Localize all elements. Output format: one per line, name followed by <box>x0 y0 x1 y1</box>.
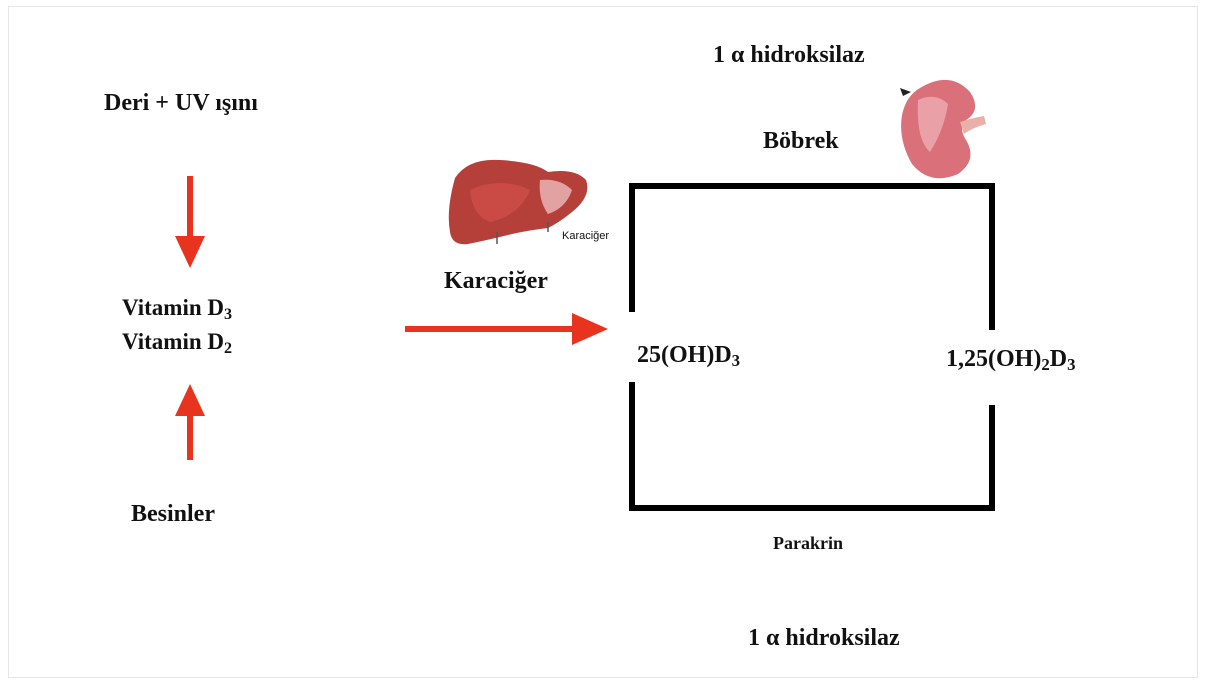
enzyme-top-label: 1 α hidroksilaz <box>713 42 865 69</box>
vitamin-d2-label: Vitamin D2 <box>122 329 232 355</box>
paracrine-label: Parakrin <box>773 533 843 554</box>
vitamin-d2-base: Vitamin D <box>122 329 224 354</box>
liver-label: Karaciğer <box>444 268 548 295</box>
metabolite-25-base: 25(OH)D <box>637 342 732 368</box>
metabolite-125-sub1: 2 <box>1041 355 1049 374</box>
arrow-right <box>405 313 608 345</box>
enzyme-top-symbol: 1 α <box>713 42 744 68</box>
metabolite-25-sub: 3 <box>732 351 740 370</box>
source-skin-uv: Deri + UV ışını <box>104 90 258 117</box>
liver-image-caption: Karaciğer <box>562 230 609 242</box>
kidney-icon <box>900 80 986 178</box>
metabolite-125-label: 1,25(OH)2D3 <box>946 346 1075 373</box>
arrow-up <box>175 384 205 460</box>
enzyme-bottom-word: hidroksilaz <box>785 625 899 651</box>
vitamin-d3-sub: 3 <box>224 306 232 323</box>
metabolite-25-label: 25(OH)D3 <box>637 342 740 369</box>
enzyme-top-word: hidroksilaz <box>750 42 864 68</box>
vitamin-d3-label: Vitamin D3 <box>122 295 232 321</box>
metabolite-125-mid: D <box>1050 346 1067 372</box>
arrow-down <box>175 176 205 268</box>
metabolite-125-pre: 1,25(OH) <box>946 346 1041 372</box>
vitamin-d2-sub: 2 <box>224 340 232 357</box>
kidney-label: Böbrek <box>763 128 839 155</box>
enzyme-bottom-symbol: 1 α <box>748 625 779 651</box>
source-nutrients: Besinler <box>131 501 215 528</box>
enzyme-bottom-label: 1 α hidroksilaz <box>748 625 900 652</box>
vitamin-d3-base: Vitamin D <box>122 295 224 320</box>
metabolite-125-sub2: 3 <box>1067 355 1075 374</box>
